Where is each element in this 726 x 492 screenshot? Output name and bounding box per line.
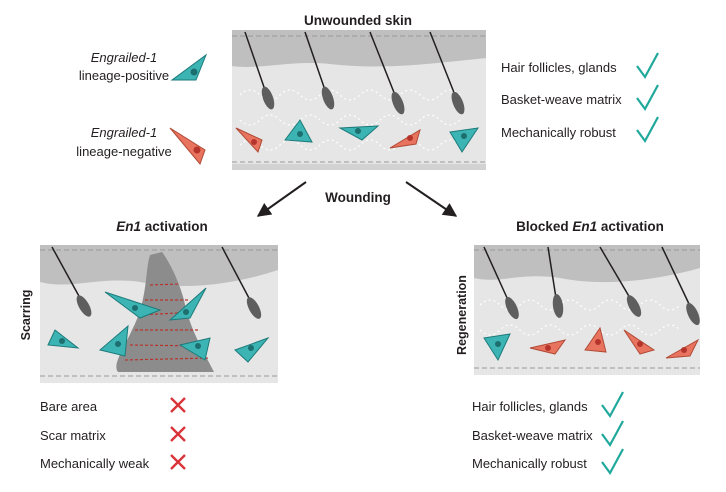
top-check-label-2: Basket-weave matrix (501, 92, 622, 107)
wounding-arrows: Wounding (256, 181, 458, 217)
regeneration-skin-panel (474, 245, 700, 375)
check-icon (601, 448, 624, 476)
legend-negative-line1: Engrailed-1 (91, 125, 158, 140)
lineage-positive-cell-icon (170, 53, 208, 81)
unwounded-skin-panel (232, 30, 486, 170)
top-checks: Hair follicles, glands Basket-weave matr… (501, 52, 659, 144)
hair-follicles-top (244, 31, 465, 115)
left-title-en1: En1 (116, 219, 141, 234)
hair-follicles-right (483, 246, 700, 326)
scarring-label: Scarring (19, 290, 33, 341)
right-panel-title: Blocked En1 activation (516, 219, 664, 234)
legend: Engrailed-1 lineage-positive Engrailed-1… (76, 50, 208, 165)
wounding-label: Wounding (325, 190, 391, 205)
cross-label-1: Bare area (40, 399, 98, 414)
check-icon (601, 420, 624, 448)
scarring-skin-panel (40, 245, 278, 383)
cells-right (483, 326, 700, 362)
right-check-label-2: Basket-weave matrix (472, 428, 593, 443)
cross-icon (170, 454, 186, 470)
right-checks: Hair follicles, glands Basket-weave matr… (472, 391, 624, 476)
left-title-rest: activation (141, 219, 208, 234)
top-check-label-3: Mechanically robust (501, 125, 616, 140)
top-check-label-1: Hair follicles, glands (501, 60, 617, 75)
regeneration-label: Regeneration (455, 275, 469, 355)
cells-top (235, 119, 480, 153)
legend-positive-line1: Engrailed-1 (91, 50, 158, 65)
check-icon (636, 84, 659, 112)
basket-weave-matrix (239, 89, 461, 151)
cells-left (47, 287, 270, 363)
right-title-rest: activation (597, 219, 664, 234)
legend-positive-line2: lineage-positive (79, 68, 169, 83)
left-panel-title: En1 activation (116, 219, 208, 234)
right-title-en1: En1 (572, 219, 597, 234)
check-icon (636, 116, 659, 144)
check-icon (601, 391, 624, 419)
cross-label-3: Mechanically weak (40, 456, 150, 471)
cross-icon (170, 397, 186, 413)
scar-area (116, 252, 214, 372)
legend-negative-line2: lineage-negative (76, 144, 171, 159)
cross-icon (170, 426, 186, 442)
right-title-prefix: Blocked (516, 219, 572, 234)
right-check-label-1: Hair follicles, glands (472, 399, 588, 414)
right-check-label-3: Mechanically robust (472, 456, 587, 471)
unwounded-skin-title: Unwounded skin (304, 13, 412, 28)
hair-follicle-left (51, 246, 262, 319)
lineage-negative-cell-icon (169, 127, 206, 165)
left-crosses: Bare area Scar matrix Mechanically weak (40, 397, 186, 471)
check-icon (636, 52, 659, 80)
cross-label-2: Scar matrix (40, 428, 106, 443)
